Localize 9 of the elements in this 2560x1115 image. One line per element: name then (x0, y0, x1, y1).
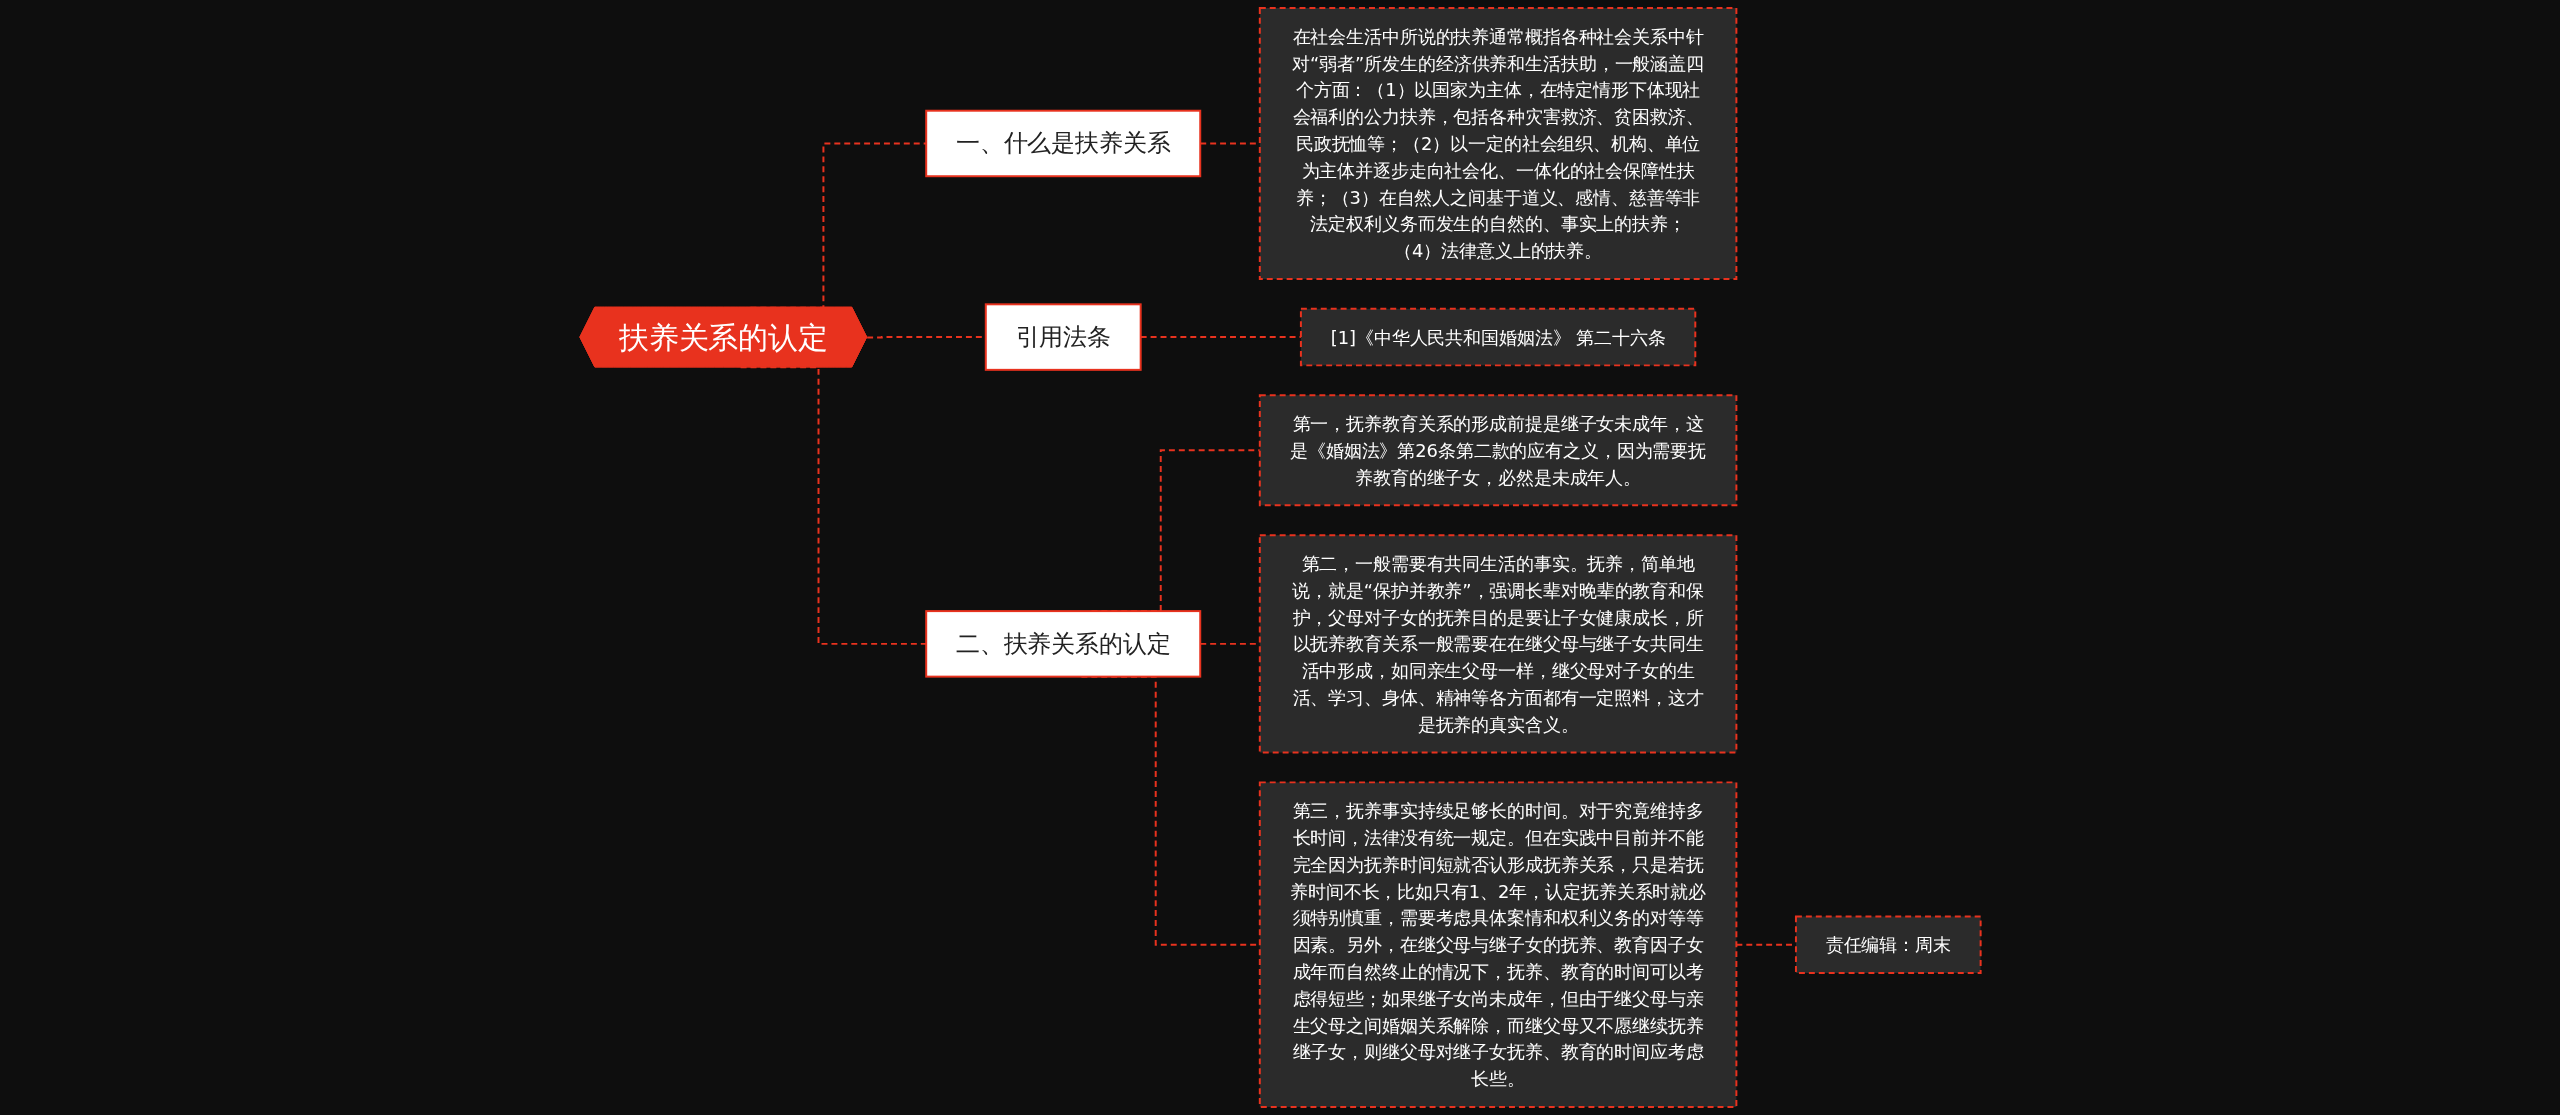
node-box: 引用法条 (984, 303, 1142, 371)
node-box: 第一，抚养教育关系的形成前提是继子女未成年，这是《婚姻法》第26条第二款的应有之义，因为需要抚养教育的继子女，必然是未成年人。 (1258, 394, 1738, 507)
node-box: 一、什么是扶养关系 (924, 109, 1201, 178)
node-box: 二、扶养关系的认定 (924, 610, 1201, 678)
node-box: 第二，一般需要有共同生活的事实。抚养，简单地说，就是“保护并教养”，强调长辈对晚辈的教育和保护，父母对子女的抚养目的是要让子女健康成长，所以抚养教育关系一般需要在在继父母与继子女共同生活中形成，如同亲生父母一样，继父母对子女的生活、学习、身体、精神等各方面都有一定照料，这才是抚养的真实含义。 (1258, 534, 1738, 754)
node-box: 在社会生活中所说的扶养通常概指各种社会关系中针对“弱者”所发生的经济供养和生活扶助，一般涵盖四个方面：（1）以国家为主体，在特定情形下体现社会福利的公力扶养，包括各种灾害救济、贫困救济、民政抚恤等；（2）以一定的社会组织、机构、单位为主体并逐步走向社会化、一体化的社会保障性扶养；（3）在自然人之间基于道义、感情、慈善等非法定权利义务而发生的自然的、事实上的扶养；（4）法律意义上的扶养。 (1258, 6, 1738, 280)
node-box: 责任编辑：周末 (1794, 915, 1982, 974)
node-box: [1]《中华人民共和国婚姻法》 第二十六条 (1299, 307, 1696, 367)
node-box: 第三，抚养事实持续足够长的时间。对于究竟维持多长时间，法律没有统一规定。但在实践中目前并不能完全因为抚养时间短就否认形成抚养关系，只是若抚养时间不长，比如只有1、2年，认定抚养关系时就必须特别慎重，需要考虑具体案情和权利义务的对等等因素。另外，在继父母与继子女的抚养、教育因子女成年而自然终止的情况下，抚养、教育的时间可以考虑得短些；如果继子女尚未成年，但由于继父母与亲生父母之间婚姻关系解除，而继父母又不愿继续抚养继子女，则继父母对继子女抚养、教育的时间应考虑长些。 (1258, 781, 1738, 1109)
